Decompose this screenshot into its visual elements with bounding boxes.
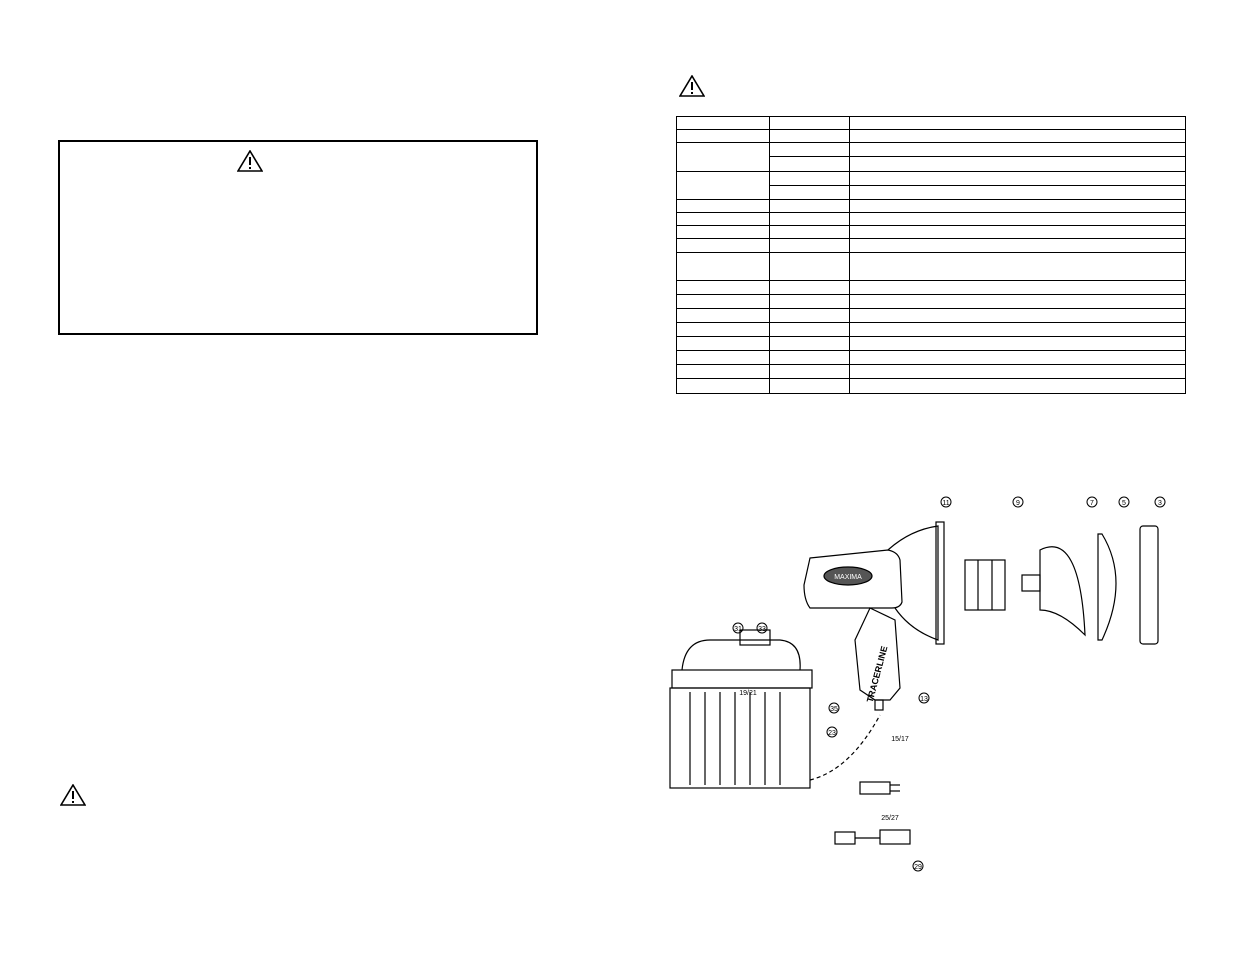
exploded-parts-diagram: MAXIMA TRACERLINE: [669, 496, 1166, 872]
callout-25-27: 25/27: [881, 815, 899, 822]
callout-29: 29: [912, 860, 924, 872]
battery-lid: [671, 669, 813, 689]
lamp: [1039, 546, 1086, 637]
svg-text:35: 35: [830, 706, 838, 713]
spotlight-housing: [803, 549, 903, 609]
bezel: [1139, 525, 1159, 645]
lens-ring: [935, 521, 945, 645]
callout-23: 23: [826, 726, 838, 738]
callout-7: 7: [1086, 496, 1098, 508]
lamp-socket: [1021, 574, 1041, 592]
ac-plug: [859, 781, 891, 795]
svg-text:25/27: 25/27: [881, 815, 899, 822]
callout-13: 13: [918, 692, 930, 704]
callout-11: 11: [940, 496, 952, 508]
callout-31: 31: [732, 622, 744, 634]
callout-9: 9: [1012, 496, 1024, 508]
dc-plug: [879, 829, 911, 845]
lens: [1097, 533, 1117, 641]
battery-ribs: [689, 692, 781, 785]
svg-text:29: 29: [914, 864, 922, 871]
reflector-housing: [887, 525, 939, 641]
badge-text: MAXIMA: [834, 574, 862, 581]
callout-19-21: 19/21: [739, 690, 757, 697]
callout-5: 5: [1118, 496, 1130, 508]
svg-text:3: 3: [1158, 500, 1162, 507]
power-cord: [809, 714, 881, 781]
svg-text:23: 23: [828, 730, 836, 737]
warning-triangle-icon: [237, 150, 263, 172]
svg-text:7: 7: [1090, 500, 1094, 507]
callout-33: 33: [756, 622, 768, 634]
svg-text:11: 11: [942, 500, 949, 507]
handle-brand: TRACERLINE: [865, 645, 890, 704]
bracket: [964, 559, 1006, 611]
callout-15-17: 15/17: [891, 736, 909, 743]
svg-text:33: 33: [758, 626, 766, 633]
warning-box: [58, 140, 538, 335]
svg-text:13: 13: [920, 696, 928, 703]
svg-text:31: 31: [734, 626, 742, 633]
charge-port: [739, 629, 771, 646]
battery-strap: [681, 639, 801, 671]
dc-adapter: [834, 831, 856, 845]
parts-table: [676, 116, 1186, 394]
svg-text:9: 9: [1016, 500, 1020, 507]
svg-text:19/21: 19/21: [739, 690, 757, 697]
warning-triangle-icon: [679, 75, 705, 97]
callout-3: 3: [1154, 496, 1166, 508]
callout-35: 35: [828, 702, 840, 714]
svg-text:5: 5: [1122, 500, 1126, 507]
badge-oval: [823, 566, 873, 586]
svg-text:15/17: 15/17: [891, 736, 909, 743]
battery-box: [669, 687, 811, 789]
warning-triangle-icon: [60, 784, 86, 806]
cord-grommet: [874, 699, 884, 711]
